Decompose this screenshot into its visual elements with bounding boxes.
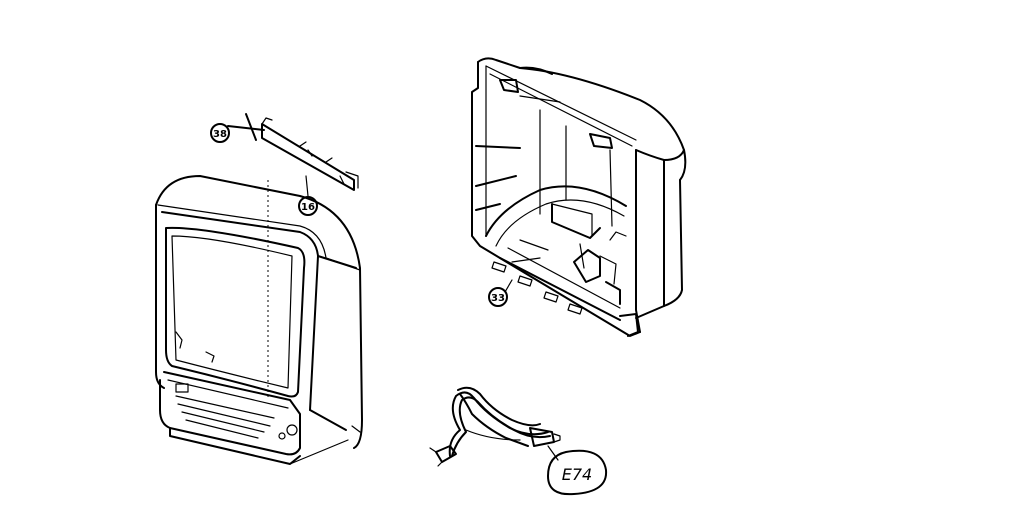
callout-e74-label: E74 (562, 465, 592, 484)
callout-16: 16 (298, 175, 318, 216)
power-cord-icon (429, 386, 561, 467)
screw-icon (227, 113, 265, 141)
rear-cabinet (471, 57, 687, 337)
callout-33-label: 33 (491, 293, 505, 304)
callout-33: 33 (488, 279, 513, 307)
callout-16-label: 16 (301, 202, 315, 213)
callout-38-label: 38 (213, 129, 227, 140)
callout-38: 38 (210, 123, 230, 143)
mounting-bracket (261, 117, 359, 191)
front-cabinet (155, 175, 363, 465)
callout-e74: E74 (547, 445, 608, 496)
